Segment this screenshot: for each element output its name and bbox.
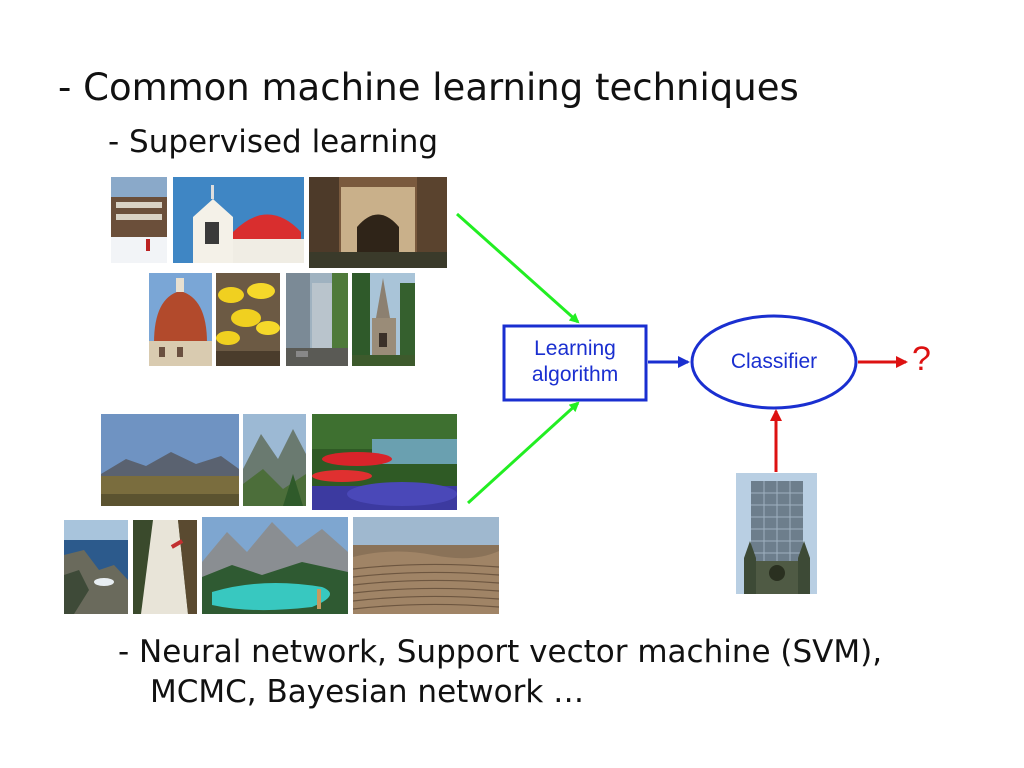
photo-city-street xyxy=(286,273,348,366)
classifier-label: Classifier xyxy=(730,350,818,373)
photo-test-skyscraper xyxy=(736,473,817,594)
arrow-bottom-set-to-learning xyxy=(466,401,580,505)
bullet-supervised-learning: - Supervised learning xyxy=(108,124,439,160)
photo-snowy-chalet xyxy=(111,177,167,263)
learning-algorithm-label-line1: Learning xyxy=(534,337,616,360)
photo-turquoise-lake xyxy=(202,517,348,614)
photo-stone-arch xyxy=(309,177,447,268)
photo-sand-dunes xyxy=(353,517,499,614)
output-question-mark: ? xyxy=(912,340,931,378)
photo-mountain-meadow xyxy=(101,414,239,506)
photo-waterfall xyxy=(133,520,197,614)
photo-yellow-umbrellas xyxy=(216,273,280,366)
bullet-methods: - Neural network, Support vector machine… xyxy=(118,632,882,712)
photo-coastal-cliffs xyxy=(64,520,128,614)
learning-algorithm-label-line2: algorithm xyxy=(531,363,619,386)
photo-white-chapel xyxy=(173,177,304,263)
photo-cathedral-dome xyxy=(149,273,212,366)
photo-flower-garden xyxy=(312,414,457,510)
photo-alpine-valley xyxy=(243,414,306,506)
arrow-top-set-to-learning xyxy=(456,212,580,324)
bullet-methods-line2: MCMC, Bayesian network … xyxy=(150,674,585,710)
photo-church-spire xyxy=(352,273,415,366)
learning-algorithm-label: Learning algorithm xyxy=(504,336,646,388)
bullet-methods-line1: - Neural network, Support vector machine… xyxy=(118,634,883,670)
bullet-ml-techniques: - Common machine learning techniques xyxy=(58,66,799,109)
